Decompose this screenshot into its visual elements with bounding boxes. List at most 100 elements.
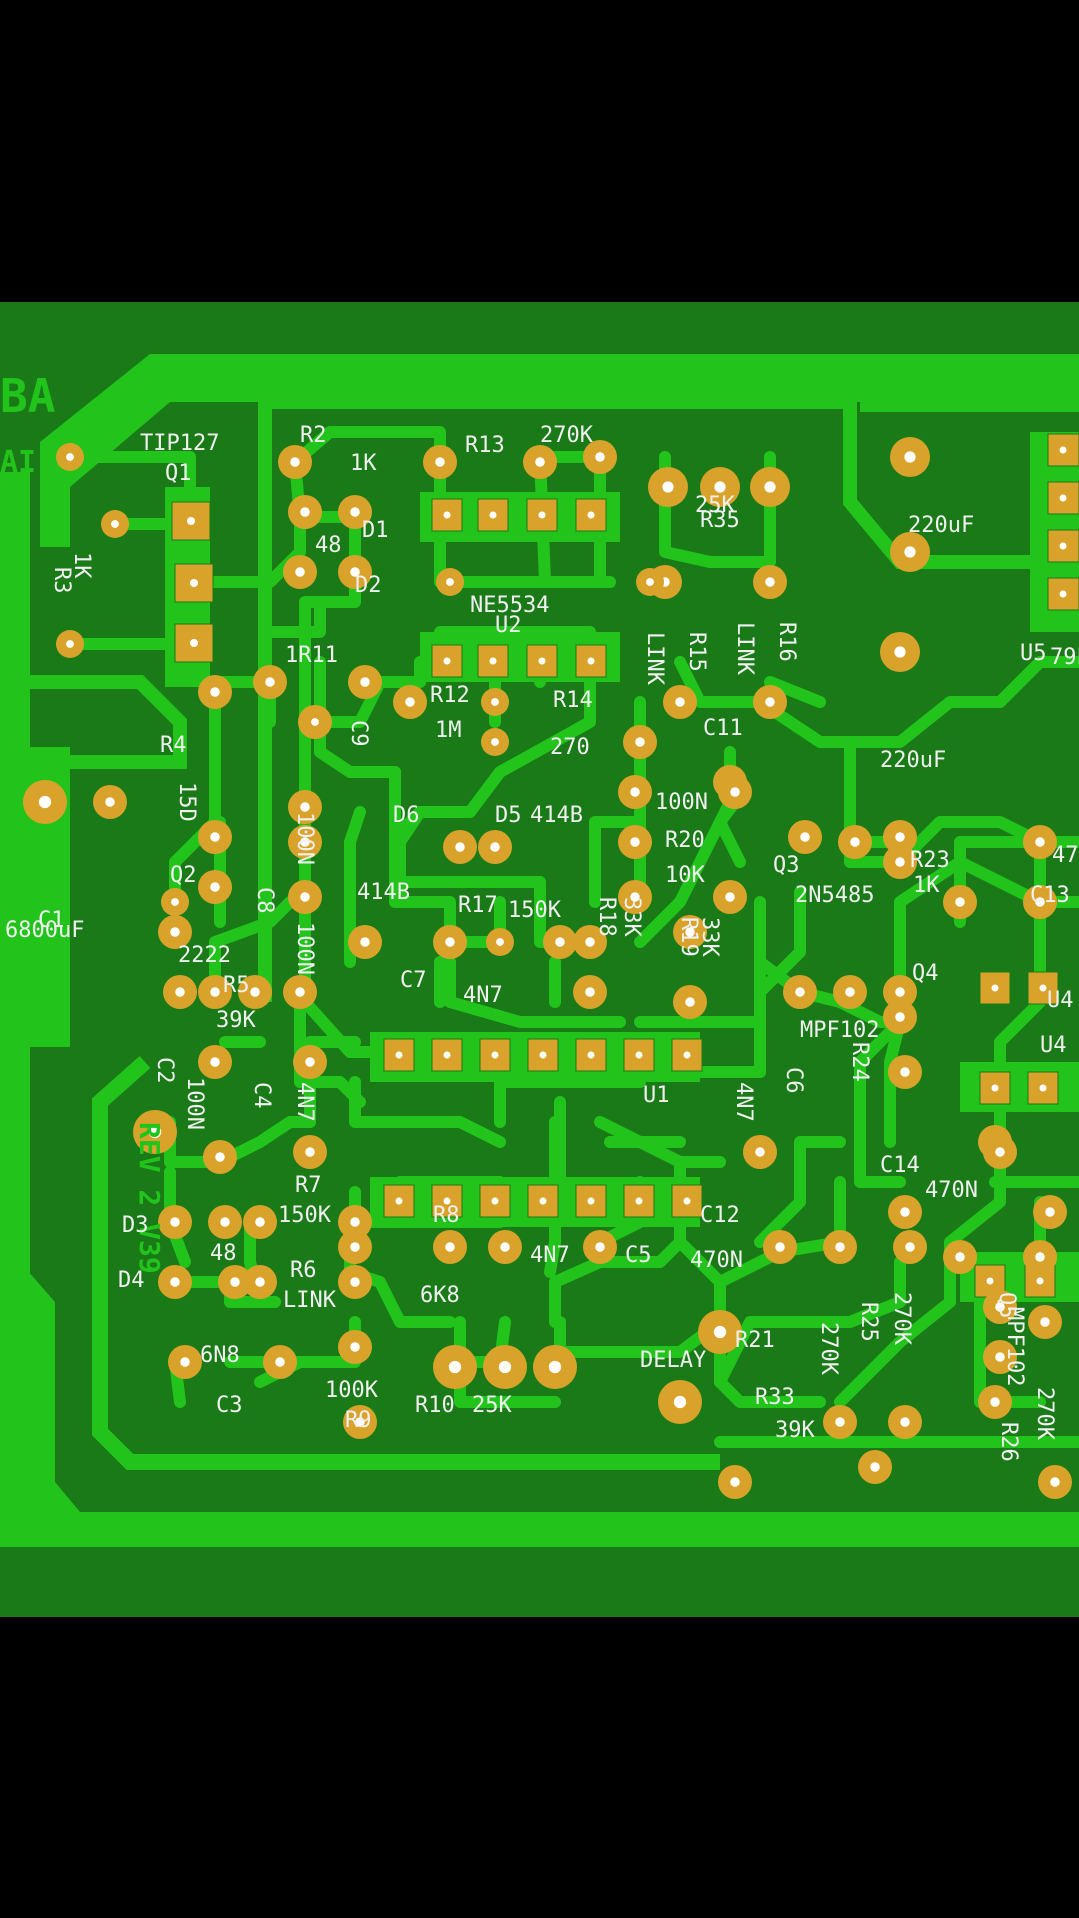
pad-hole	[300, 507, 310, 517]
silkscreen-label-n100c: 100N	[292, 922, 317, 975]
silkscreen-label-link3: LINK	[283, 1288, 337, 1313]
silkscreen-label-r13: R13	[465, 433, 505, 458]
pad-hole	[595, 1242, 605, 1252]
silkscreen-label-d6: D6	[393, 803, 420, 828]
silkscreen-label-ne5534: NE5534	[470, 593, 549, 618]
pad-hole	[555, 937, 565, 947]
pad-hole	[360, 937, 370, 947]
pad-hole	[210, 832, 220, 842]
pad-hole	[800, 832, 810, 842]
pad-hole	[870, 1462, 880, 1472]
silkscreen-label-k1b: 1K	[69, 552, 94, 579]
pad-hole	[850, 837, 860, 847]
pad-hole	[995, 1302, 1005, 1312]
silkscreen-label-u4b: U4	[1040, 1033, 1067, 1058]
pad-hole	[360, 677, 370, 687]
silkscreen-label-k1c: 1K	[913, 873, 940, 898]
pad-hole	[1045, 1207, 1055, 1217]
revision-text: REV 2 V39	[133, 1122, 166, 1274]
pad-hole	[955, 1252, 965, 1262]
silkscreen-label-k25a: 25K	[695, 493, 735, 518]
pad-hole	[250, 987, 260, 997]
pad-hole	[350, 1242, 360, 1252]
silkscreen-label-n6n8: 6N8	[200, 1343, 240, 1368]
silkscreen-label-k270b: 270K	[816, 1322, 841, 1376]
silkscreen-label-r26: R26	[996, 1422, 1021, 1462]
pad-hole	[673, 1395, 687, 1409]
silkscreen-label-k6k8: 6K8	[420, 1283, 460, 1308]
silkscreen-label-link1: LINK	[642, 632, 667, 686]
silkscreen-label-c6: C6	[781, 1067, 806, 1094]
silkscreen-label-r12: R12	[430, 683, 470, 708]
silkscreen-label-n4148b: 414B	[357, 880, 410, 905]
pad-hole	[230, 1277, 240, 1287]
pad-hole	[210, 687, 220, 697]
silkscreen-label-r16: R16	[774, 622, 799, 662]
silkscreen-label-q1: Q1	[165, 461, 192, 486]
pad-hole	[995, 1352, 1005, 1362]
pad-hole	[755, 1147, 765, 1157]
silkscreen-label-c4: C4	[249, 1082, 274, 1109]
pad-hole	[350, 507, 360, 517]
pad-hole	[445, 1242, 455, 1252]
pad-hole	[895, 987, 905, 997]
silkscreen-label-k270c: 270K	[889, 1292, 914, 1346]
pad-hole	[548, 1360, 562, 1374]
silkscreen-label-n48b: 48	[210, 1241, 237, 1266]
pad-hole	[835, 1417, 845, 1427]
pad-hole	[455, 842, 465, 852]
pad-hole	[630, 837, 640, 847]
pad-hole	[990, 1397, 1000, 1407]
pad-hole	[900, 1417, 910, 1427]
silkscreen-label-d4: D4	[118, 1268, 145, 1293]
pad-hole	[496, 938, 504, 946]
pad-hole	[995, 1147, 1005, 1157]
silkscreen-label-r9: R9	[345, 1408, 372, 1433]
silkscreen-label-delay: DELAY	[640, 1348, 706, 1373]
silkscreen-label-r14: R14	[553, 688, 593, 713]
pad-hole	[498, 1360, 512, 1374]
pad-hole	[630, 892, 640, 902]
silkscreen-label-q3: Q3	[773, 853, 800, 878]
silkscreen-label-r33: R33	[755, 1385, 795, 1410]
silkscreen-label-link2: LINK	[732, 622, 757, 676]
silkscreen-label-c9: C9	[346, 720, 371, 747]
silkscreen-label-k10: 10K	[665, 863, 705, 888]
silkscreen-label-n47: 47	[1052, 843, 1079, 868]
pad-hole	[904, 451, 916, 463]
silkscreen-label-d2: D2	[355, 573, 382, 598]
pad-hole	[210, 882, 220, 892]
pad-hole	[350, 1342, 360, 1352]
silkscreen-label-r21: R21	[735, 1328, 775, 1353]
silkscreen-label-k39b: 39K	[775, 1418, 815, 1443]
pad-hole	[275, 1357, 285, 1367]
pad-hole	[300, 892, 310, 902]
silkscreen-label-c13: C13	[1030, 883, 1070, 908]
pad-hole	[904, 546, 916, 558]
pad-hole	[955, 897, 965, 907]
pad-hole	[725, 892, 735, 902]
pad-hole	[1040, 1317, 1050, 1327]
pad-hole	[1035, 897, 1045, 907]
pad-hole	[171, 898, 179, 906]
pad-hole	[635, 737, 645, 747]
pad-hole	[405, 697, 415, 707]
pad-hole	[355, 1417, 365, 1427]
pad-hole	[662, 481, 674, 493]
pad-hole	[730, 787, 740, 797]
silkscreen-label-k33a: 33K	[619, 897, 644, 937]
silkscreen-label-r11: 1R11	[285, 643, 338, 668]
pad-hole	[445, 937, 455, 947]
silkscreen-label-r25: R25	[856, 1302, 881, 1342]
pad-hole	[111, 520, 119, 528]
silkscreen-label-c12: C12	[700, 1203, 740, 1228]
pad-hole	[1050, 1477, 1060, 1487]
silkscreen-label-n470b: 470N	[690, 1248, 743, 1273]
silkscreen-label-m1: 1M	[435, 718, 462, 743]
pad-hole	[764, 481, 776, 493]
pad-hole	[175, 987, 185, 997]
silkscreen-label-uf220b: 220uF	[880, 748, 946, 773]
silkscreen-label-r24: R24	[847, 1042, 872, 1082]
silkscreen-label-c8: C8	[252, 887, 277, 914]
silkscreen-label-c1: C1	[38, 908, 65, 933]
